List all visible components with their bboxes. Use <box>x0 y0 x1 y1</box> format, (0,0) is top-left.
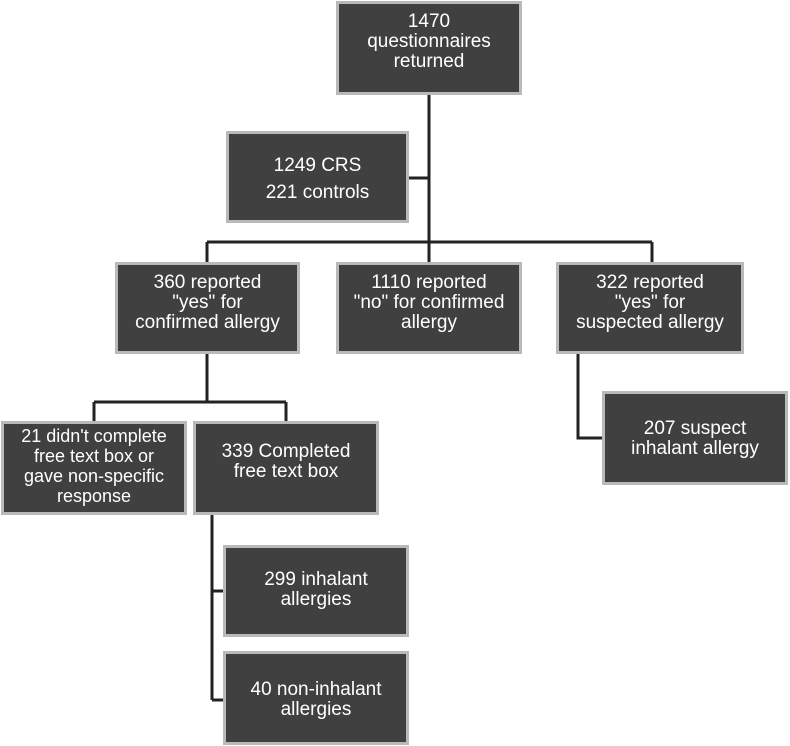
node-text-line: 1470 <box>407 11 451 32</box>
node-text-line: 360 reported <box>153 272 262 293</box>
node-text-line: allergies <box>280 699 352 720</box>
connector-to-suspect-inhalant <box>576 354 604 440</box>
node-text-line: 1110 reported <box>371 272 487 293</box>
node-text-line: free text box or <box>33 446 155 466</box>
node-text-line: 40 non-inhalant <box>250 679 382 700</box>
node-text-line: suspected allergy <box>576 312 724 333</box>
node-text-line: confirmed allergy <box>135 312 280 333</box>
node-text-line: 21 didn't complete <box>21 426 167 446</box>
node-text-line: returned <box>393 51 465 72</box>
node-text-line: "no" for confirmed <box>353 292 505 313</box>
node-text-line: "yes" for <box>614 292 686 313</box>
node-text-line: 1249 CRS <box>273 155 362 176</box>
node-crs-controls-split: 1249 CRS 221 controls <box>226 131 409 223</box>
node-text-line: 299 inhalant <box>264 569 368 590</box>
node-text-line: 322 reported <box>596 272 704 293</box>
node-text-line: "yes" for <box>172 292 243 313</box>
node-text-line: allergies <box>280 589 352 610</box>
node-text-line: inhalant allergy <box>631 438 759 459</box>
node-text-line: allergy <box>401 312 457 333</box>
node-text-line: gave non-specific <box>23 466 165 486</box>
node-text-line: free text box <box>233 461 339 482</box>
node-text-line: questionnaires <box>367 31 491 52</box>
node-text-line: 207 suspect <box>643 418 747 439</box>
node-text-line: 221 controls <box>265 182 370 203</box>
node-text-line: response <box>56 486 132 506</box>
node-text-line: 339 Completed <box>221 441 351 462</box>
